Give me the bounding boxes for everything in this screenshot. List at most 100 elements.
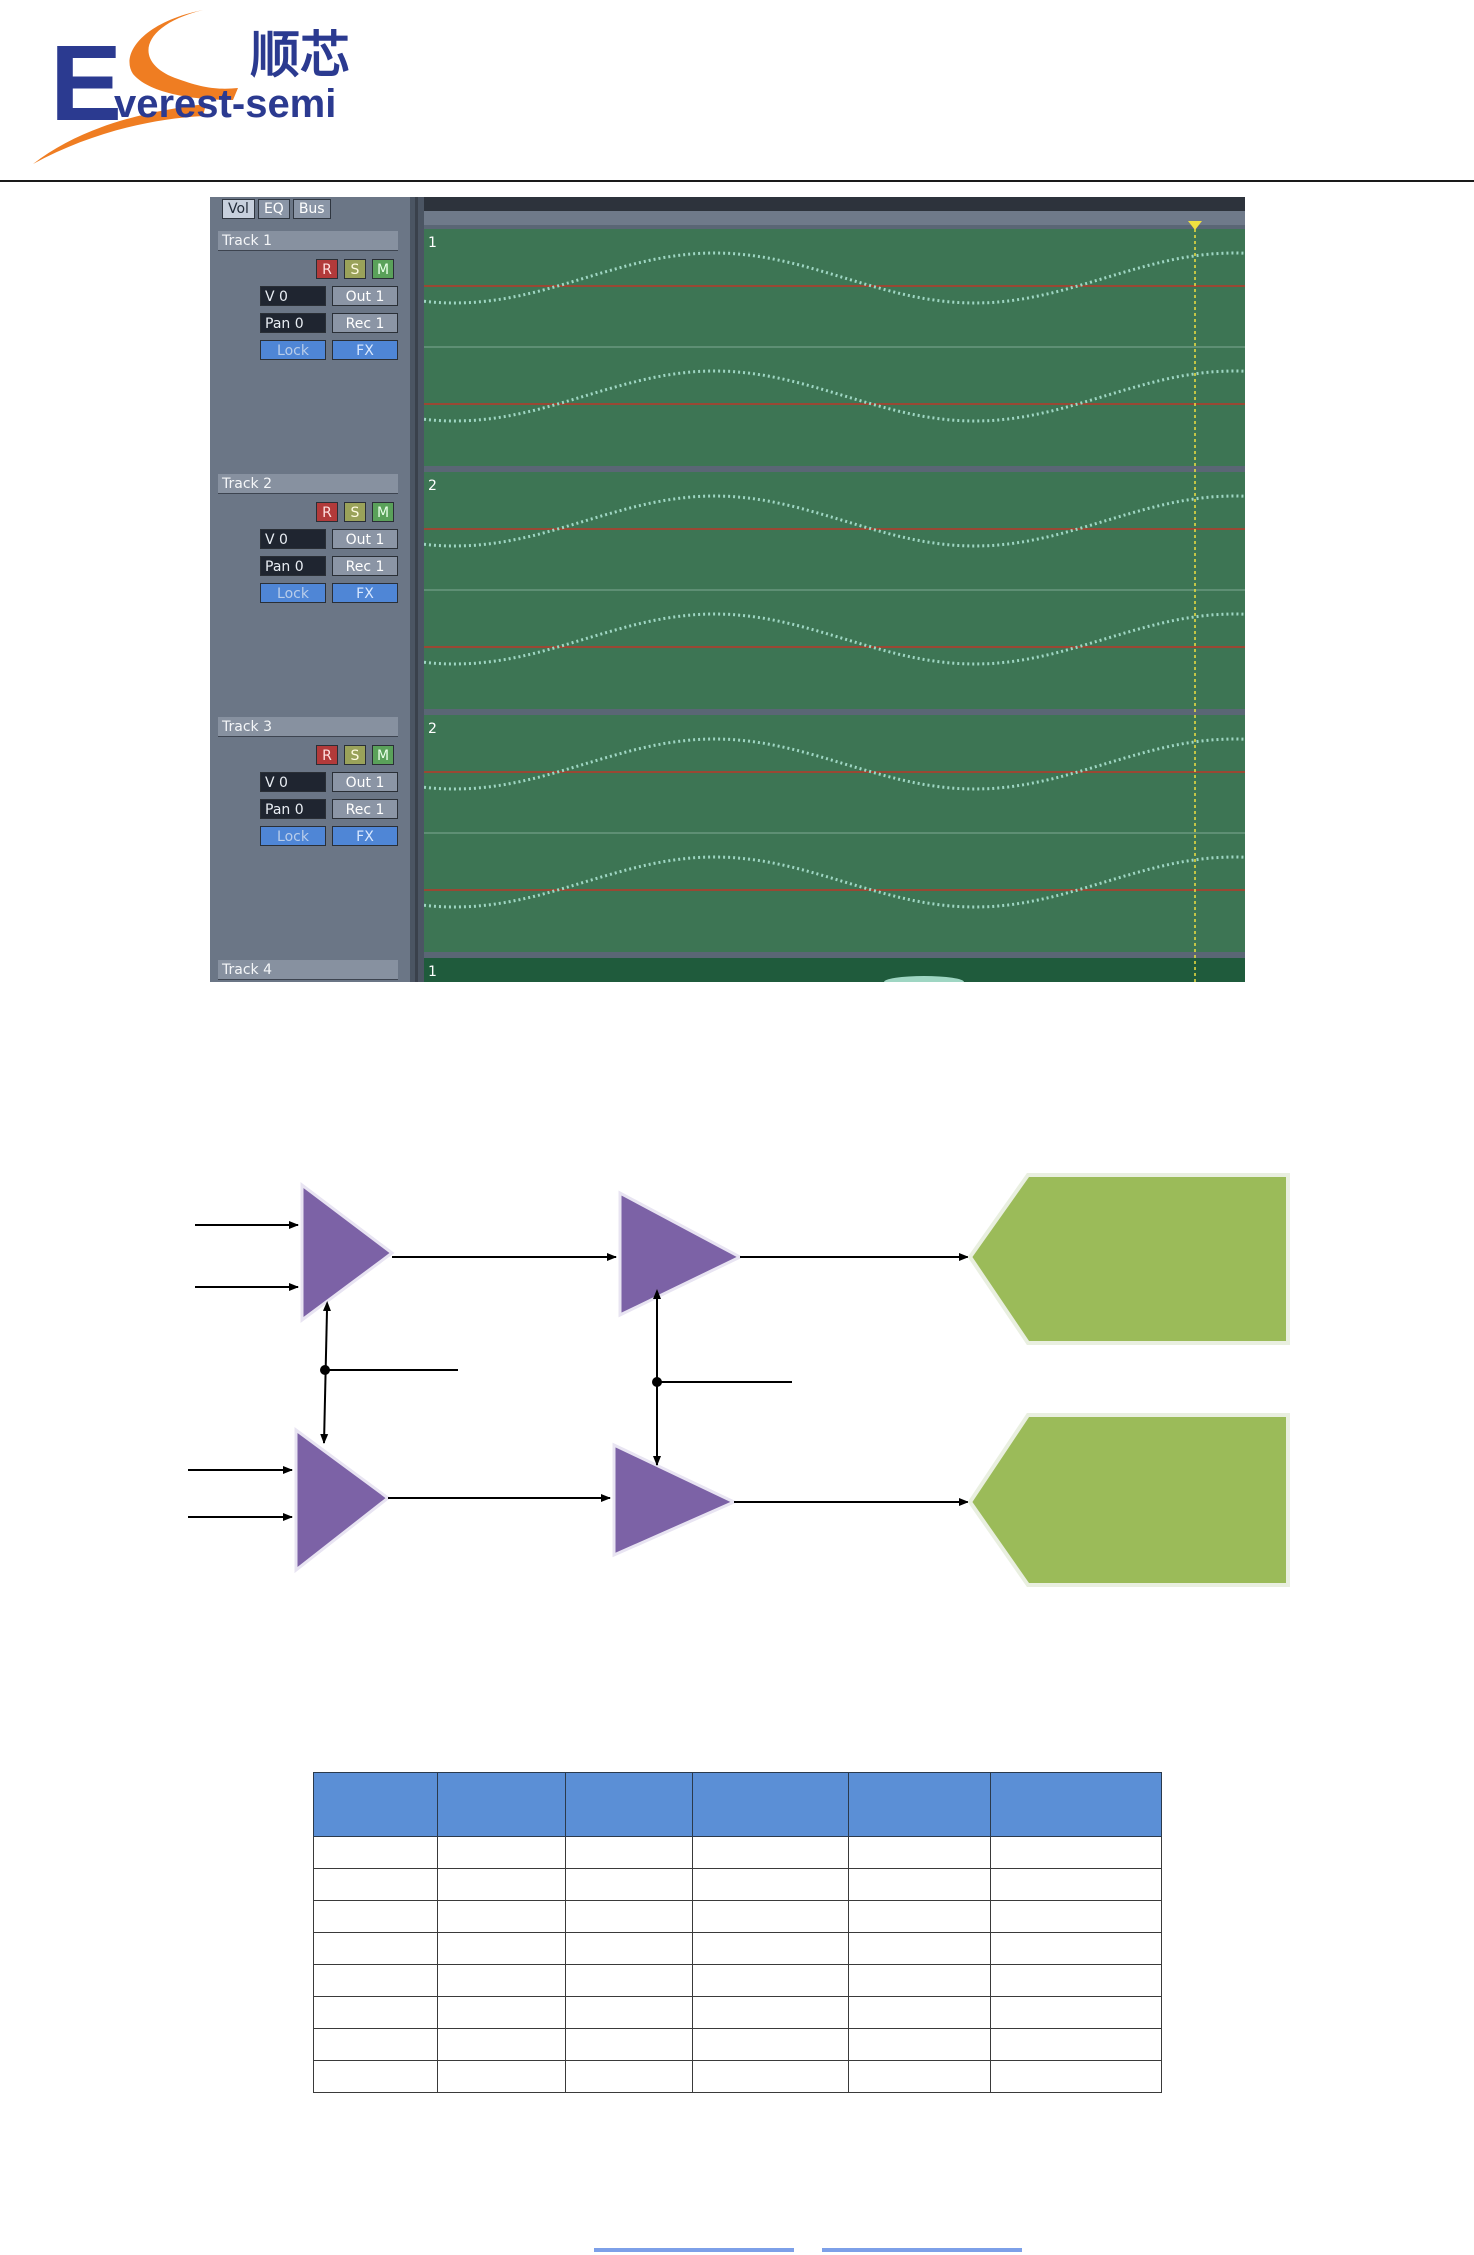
track-header-4[interactable]: Track 4 [218, 960, 398, 980]
table-cell [313, 2060, 438, 2093]
logo-chinese: 顺芯 [250, 26, 350, 84]
table-header-cell [437, 1772, 566, 1837]
tab-bus[interactable]: Bus [292, 199, 331, 219]
fx-button[interactable]: FX [332, 826, 398, 846]
output-block-2 [967, 1413, 1290, 1587]
volume-field[interactable]: V 0 [260, 286, 326, 306]
table-cell [848, 2060, 991, 2093]
logo-s-stroke [129, 10, 238, 100]
output-button[interactable]: Out 1 [332, 772, 398, 792]
amplifier-triangle-1 [300, 1181, 395, 1323]
lock-button[interactable]: Lock [260, 583, 326, 603]
output-button[interactable]: Out 1 [332, 286, 398, 306]
table-header-row [313, 1772, 1162, 1837]
table-cell [990, 2060, 1162, 2093]
pan-field[interactable]: Pan 0 [260, 556, 326, 576]
lock-button[interactable]: Lock [260, 826, 326, 846]
logo-letter-e: E [50, 22, 122, 143]
record-arm-button[interactable]: R [316, 502, 338, 522]
table-cell [692, 1932, 849, 1965]
record-arm-button[interactable]: R [316, 259, 338, 279]
table-cell [692, 1836, 849, 1869]
table-row [313, 1868, 1162, 1901]
logo-swoosh [33, 104, 206, 164]
table-cell [990, 1932, 1162, 1965]
footer-link-underline[interactable] [822, 2248, 1022, 2252]
table-cell [565, 1836, 693, 1869]
table-row [313, 2060, 1162, 2093]
table-cell [848, 1868, 991, 1901]
table-cell [990, 1900, 1162, 1933]
audio-clip [424, 958, 1245, 982]
table-cell [313, 1964, 438, 1997]
solo-button[interactable]: S [344, 502, 366, 522]
panel-splitter[interactable] [410, 197, 424, 982]
playhead-marker-icon[interactable] [1188, 221, 1202, 230]
solo-button[interactable]: S [344, 745, 366, 765]
volume-field[interactable]: V 0 [260, 529, 326, 549]
table-cell [565, 2028, 693, 2061]
table-cell [848, 1964, 991, 1997]
table-cell [437, 1900, 566, 1933]
track-header-3[interactable]: Track 3 [218, 717, 398, 737]
pan-field[interactable]: Pan 0 [260, 799, 326, 819]
fx-button[interactable]: FX [332, 340, 398, 360]
track-header-1[interactable]: Track 1 [218, 231, 398, 251]
output-block-1 [967, 1173, 1290, 1345]
table-cell [990, 1836, 1162, 1869]
mute-button[interactable]: M [372, 745, 394, 765]
table-row [313, 1964, 1162, 1997]
table-cell [437, 2028, 566, 2061]
volume-field[interactable]: V 0 [260, 772, 326, 792]
tab-eq[interactable]: EQ [257, 199, 290, 219]
header-rule [0, 180, 1474, 182]
table-cell [313, 1868, 438, 1901]
mute-button[interactable]: M [372, 259, 394, 279]
table-header-cell [848, 1772, 991, 1837]
record-input-button[interactable]: Rec 1 [332, 313, 398, 333]
table-header-cell [565, 1772, 693, 1837]
table-cell [565, 1932, 693, 1965]
table-row [313, 1900, 1162, 1933]
table-cell [990, 2028, 1162, 2061]
table-cell [848, 1836, 991, 1869]
table-cell [313, 1932, 438, 1965]
table-cell [848, 2028, 991, 2061]
table-cell [848, 1996, 991, 2029]
lock-button[interactable]: Lock [260, 340, 326, 360]
table-header-cell [990, 1772, 1162, 1837]
table-cell [437, 2060, 566, 2093]
table-row [313, 2028, 1162, 2061]
table-cell [437, 1964, 566, 1997]
record-arm-button[interactable]: R [316, 745, 338, 765]
table-cell [313, 2028, 438, 2061]
mixer-tabs: Vol EQ Bus [222, 199, 331, 219]
ruler-top-strip [424, 197, 1245, 211]
clip-number-2: 2 [428, 478, 437, 494]
clip-number-1: 1 [428, 235, 437, 251]
track-header-2[interactable]: Track 2 [218, 474, 398, 494]
pan-field[interactable]: Pan 0 [260, 313, 326, 333]
track-controls-1: R S M V 0 Out 1 Pan 0 Rec 1 Lock FX [210, 259, 410, 399]
logo-wordmark: verest-semi [114, 82, 336, 126]
output-button[interactable]: Out 1 [332, 529, 398, 549]
table-cell [565, 1868, 693, 1901]
solo-button[interactable]: S [344, 259, 366, 279]
record-input-button[interactable]: Rec 1 [332, 799, 398, 819]
table-cell [565, 2060, 693, 2093]
table-row [313, 1996, 1162, 2029]
table-cell [313, 1900, 438, 1933]
table-cell [437, 1836, 566, 1869]
tab-vol[interactable]: Vol [222, 199, 255, 219]
table-cell [437, 1932, 566, 1965]
record-input-button[interactable]: Rec 1 [332, 556, 398, 576]
amplifier-triangle-2 [618, 1190, 744, 1318]
table-header-cell [692, 1772, 849, 1837]
fx-button[interactable]: FX [332, 583, 398, 603]
table-cell [565, 1964, 693, 1997]
clip-number-4: 1 [428, 964, 437, 980]
footer-link-underline[interactable] [594, 2248, 794, 2252]
track-control-panel: Vol EQ Bus Track 1 R S M V 0 Out 1 Pan 0… [210, 197, 410, 982]
mute-button[interactable]: M [372, 502, 394, 522]
table-cell [565, 1900, 693, 1933]
